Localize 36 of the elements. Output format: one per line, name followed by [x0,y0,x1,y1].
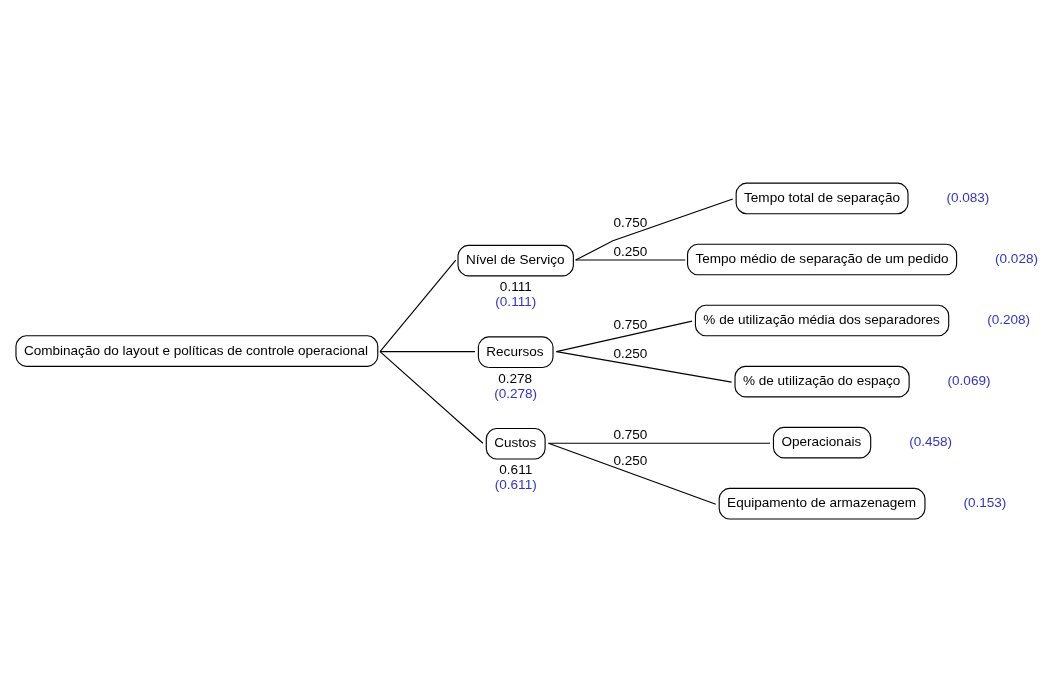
connector [379,259,457,352]
connector [547,442,717,505]
connector [379,350,484,444]
connector [575,197,734,261]
node-label: (0.208) [987,311,1031,327]
node-box: % de utilização do espaço [734,365,910,397]
node-label: 0.611 [499,461,533,477]
connector [575,259,686,261]
edge-label: 0.250 [613,345,648,361]
node-box: Operacionais [772,426,872,458]
node-box: Tempo total de separação [735,182,909,214]
node-label: (0.083) [946,189,990,205]
node-label: 0.278 [498,370,533,386]
node-box: Recursos [477,335,554,368]
edge-label: 0.750 [613,316,648,332]
edge-label: 0.750 [613,426,648,442]
node-box: Combinação do layout e políticas de controle operacional [15,334,379,367]
node-label: (0.153) [963,494,1007,510]
node-label: (0.069) [947,372,991,388]
node-label: 0.111 [499,278,532,294]
node-box: Nível de Serviço [457,244,574,276]
connector [555,320,693,352]
edge-label: 0.250 [613,452,648,468]
node-box: Custos [485,427,546,460]
node-box: Tempo médio de separação de um pedido [686,243,958,275]
connector [555,350,733,383]
edge-label: 0.750 [613,214,648,230]
node-label: (0.028) [995,250,1038,266]
node-label: (0.458) [909,433,953,449]
connector [379,350,476,352]
edge-label: 0.250 [613,243,648,259]
node-label: (0.278) [494,385,538,401]
node-label: (0.111) [495,293,537,309]
node-box: Equipamento de armazenagem [718,487,926,520]
node-box: % de utilização média dos separadores [694,304,950,336]
node-label: (0.611) [494,476,537,492]
